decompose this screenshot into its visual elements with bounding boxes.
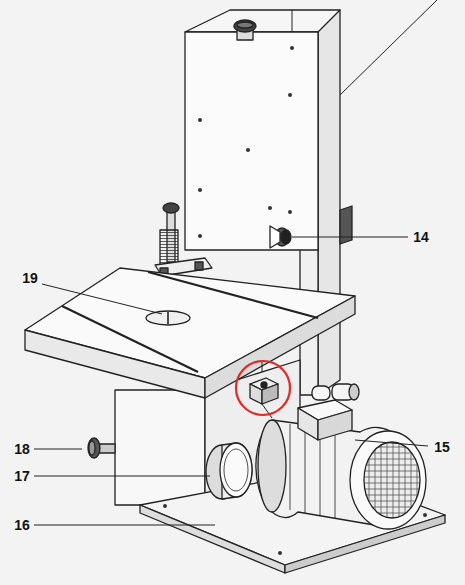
- leader-lines: [34, 237, 428, 525]
- leader-line: [340, 0, 437, 95]
- miter-slot: [62, 306, 198, 372]
- adjust-knob: [88, 438, 115, 458]
- upper-housing-top: [185, 10, 340, 32]
- lower-housing: [115, 390, 205, 505]
- blade-guard: [160, 230, 178, 265]
- callout-number: 15: [432, 439, 452, 455]
- callout-number: 18: [12, 441, 32, 457]
- callout-number: 14: [411, 229, 431, 245]
- callout-number: 19: [20, 270, 40, 286]
- table-insert: [146, 311, 190, 325]
- upper-housing-front: [185, 32, 318, 250]
- on-off-switch: [250, 362, 278, 418]
- highlight-circle: [236, 361, 290, 415]
- blade-tension-wing-knob: [270, 226, 291, 248]
- callout-number: 17: [12, 468, 32, 484]
- column-block: [340, 206, 352, 244]
- hand-wheel: [206, 443, 252, 499]
- motor: [256, 384, 426, 529]
- callout-number: 16: [12, 517, 32, 533]
- frame-column: [318, 10, 340, 395]
